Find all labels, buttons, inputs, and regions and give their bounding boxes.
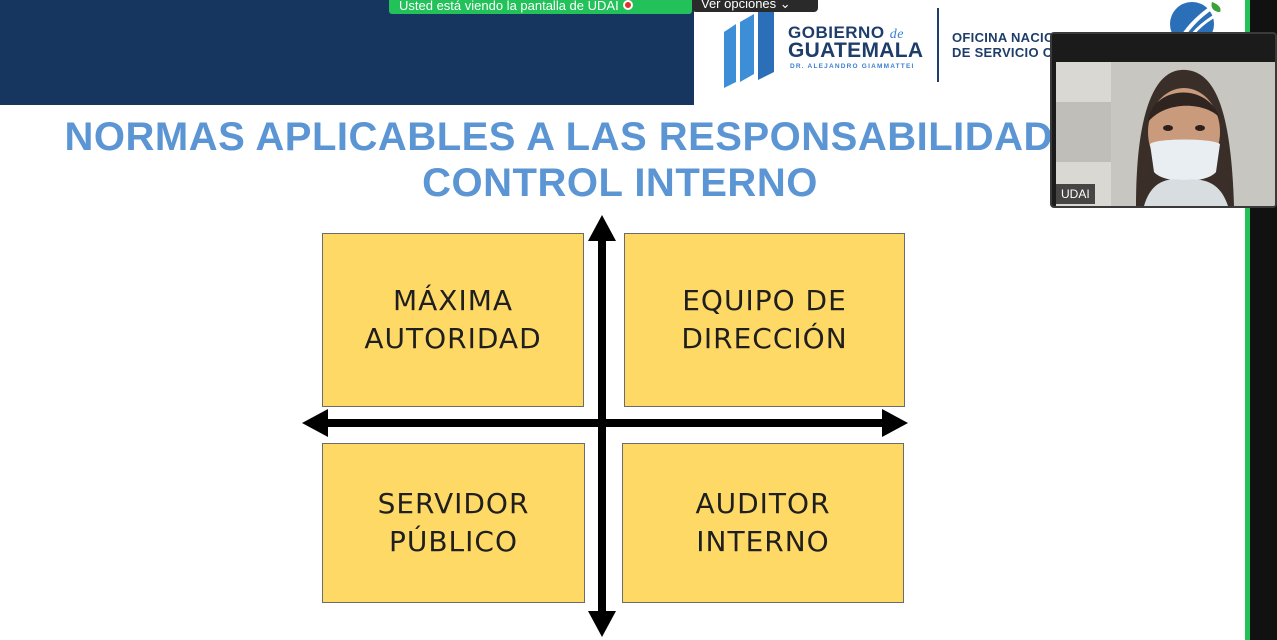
participant-name-label: UDAI	[1056, 184, 1095, 204]
participant-video-feed	[1056, 62, 1275, 206]
view-options-button[interactable]: Ver opciones ⌄	[692, 0, 818, 12]
quadrant-label: EQUIPO DE DIRECCIÓN	[681, 284, 848, 355]
screen-share-status-bar: Usted está viendo la pantalla de UDAI	[389, 0, 692, 14]
quadrant-label: AUDITOR INTERNO	[695, 487, 831, 558]
president-subtitle: DR. ALEJANDRO GIAMMATTEI	[790, 63, 915, 70]
header-band	[0, 0, 694, 105]
chevron-down-icon: ⌄	[779, 0, 791, 11]
onsec-line-1: OFICINA NACIONAL	[952, 30, 1082, 45]
quadrant-auditor-interno: AUDITOR INTERNO	[622, 443, 904, 603]
shared-slide: GOBIERNO de GUATEMALA DR. ALEJANDRO GIAM…	[0, 0, 1240, 637]
logo-divider	[937, 8, 939, 82]
quadrant-servidor-publico: SERVIDOR PÚBLICO	[322, 443, 585, 603]
participant-video-tile[interactable]: UDAI	[1050, 32, 1277, 208]
quadrant-maxima-autoridad: MÁXIMA AUTORIDAD	[322, 233, 584, 407]
quadrant-axes-arrows	[302, 215, 908, 637]
screen-share-border	[1245, 0, 1250, 640]
gobierno-guatemala-logo-mark	[724, 12, 774, 88]
slide-title-line-2: CONTROL INTERNO	[422, 161, 818, 205]
view-options-label: Ver opciones	[701, 0, 777, 11]
quadrant-label: SERVIDOR PÚBLICO	[377, 487, 530, 558]
slide-title: NORMAS APLICABLES A LAS RESPONSABILIDADE…	[0, 114, 1240, 206]
guatemala-text: GUATEMALA	[788, 39, 924, 62]
slide-title-line-1: NORMAS APLICABLES A LAS RESPONSABILIDADE…	[64, 115, 1176, 159]
onsec-line-2: DE SERVICIO CIVIL	[952, 45, 1078, 60]
share-status-text: Usted está viendo la pantalla de UDAI	[399, 0, 619, 13]
quadrant-equipo-de-direccion: EQUIPO DE DIRECCIÓN	[624, 233, 905, 407]
stop-share-icon[interactable]	[622, 0, 633, 10]
gobierno-text: GOBIERNO de	[788, 23, 905, 42]
quadrant-label: MÁXIMA AUTORIDAD	[364, 284, 542, 355]
